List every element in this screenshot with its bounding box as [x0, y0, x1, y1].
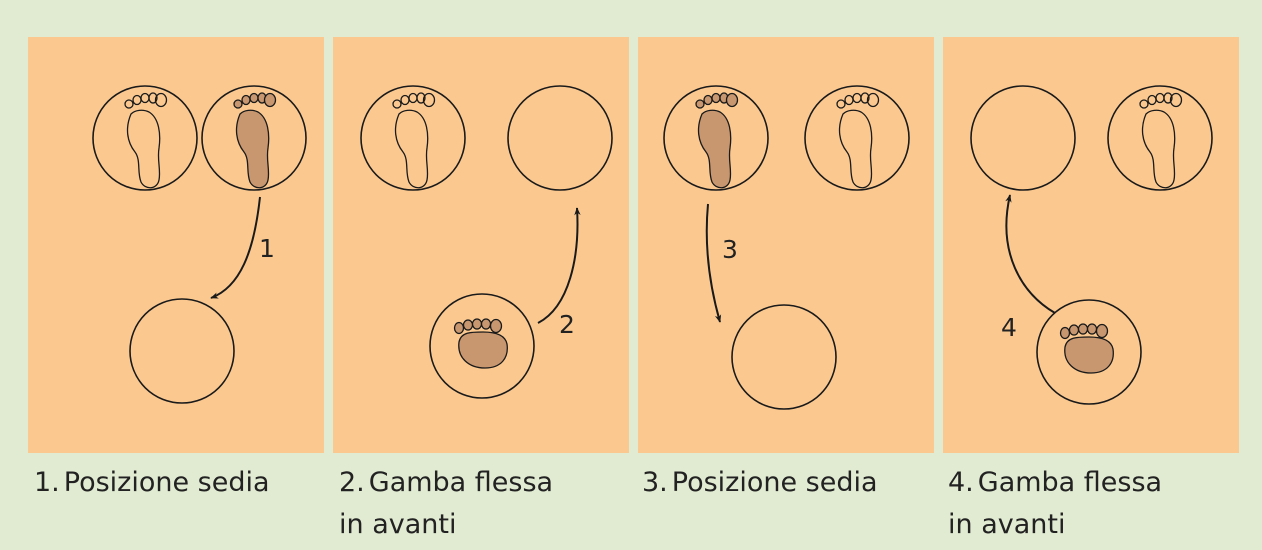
caption-text: Posizione sedia — [63, 467, 270, 498]
target-circle-empty — [731, 304, 837, 410]
caption-2: 2.Gamba flessa in avanti — [339, 462, 629, 546]
caption-number: 2. — [339, 467, 365, 498]
step-number: 3 — [722, 235, 738, 264]
step-arrow — [705, 203, 722, 323]
caption-text-line2: in avanti — [948, 509, 1066, 540]
caption-text-line1: Gamba flessa — [368, 467, 554, 498]
foot-circle-left — [92, 85, 198, 191]
step-number: 1 — [259, 234, 275, 263]
step-arrow — [537, 207, 581, 324]
foot-circle-right — [1107, 85, 1213, 191]
foot-circle-right — [804, 85, 910, 191]
panel-1-diagram: 1 — [92, 85, 307, 404]
caption-text: Posizione sedia — [671, 467, 878, 498]
foot-circle-bottom — [1036, 299, 1142, 405]
forefoot-filled-icon — [1059, 323, 1114, 374]
caption-4: 4.Gamba flessa in avanti — [948, 462, 1238, 546]
panel-4: 4 — [943, 37, 1239, 453]
forefoot-filled-icon — [453, 318, 508, 369]
foot-filled-icon — [695, 92, 739, 189]
panel-4-diagram: 4 — [970, 85, 1213, 405]
foot-outline-icon — [124, 92, 168, 189]
caption-number: 4. — [948, 467, 974, 498]
step-number: 2 — [559, 310, 575, 339]
caption-number: 1. — [34, 467, 60, 498]
caption-3: 3.Posizione sedia — [642, 462, 932, 504]
panel-1: 1 — [28, 37, 324, 453]
target-circle-empty — [129, 298, 235, 404]
foot-circle-bottom — [429, 293, 535, 399]
caption-1: 1.Posizione sedia — [34, 462, 324, 504]
foot-circle-left — [663, 85, 769, 191]
panel-2-diagram: 2 — [360, 85, 613, 399]
panel-3-diagram: 3 — [663, 85, 910, 410]
foot-circle-right — [201, 85, 307, 191]
target-circle-empty — [507, 85, 613, 191]
step-number: 4 — [1001, 313, 1017, 342]
caption-number: 3. — [642, 467, 668, 498]
foot-outline-icon — [836, 92, 880, 189]
foot-outline-icon — [1139, 92, 1183, 189]
caption-text-line1: Gamba flessa — [977, 467, 1163, 498]
panel-2: 2 — [333, 37, 629, 453]
foot-circle-left — [360, 85, 466, 191]
target-circle-empty — [970, 85, 1076, 191]
panel-3: 3 — [638, 37, 934, 453]
foot-filled-icon — [233, 92, 277, 189]
step-arrow — [210, 196, 261, 299]
foot-outline-icon — [392, 92, 436, 189]
step-arrow — [1005, 194, 1056, 314]
caption-text-line2: in avanti — [339, 509, 457, 540]
